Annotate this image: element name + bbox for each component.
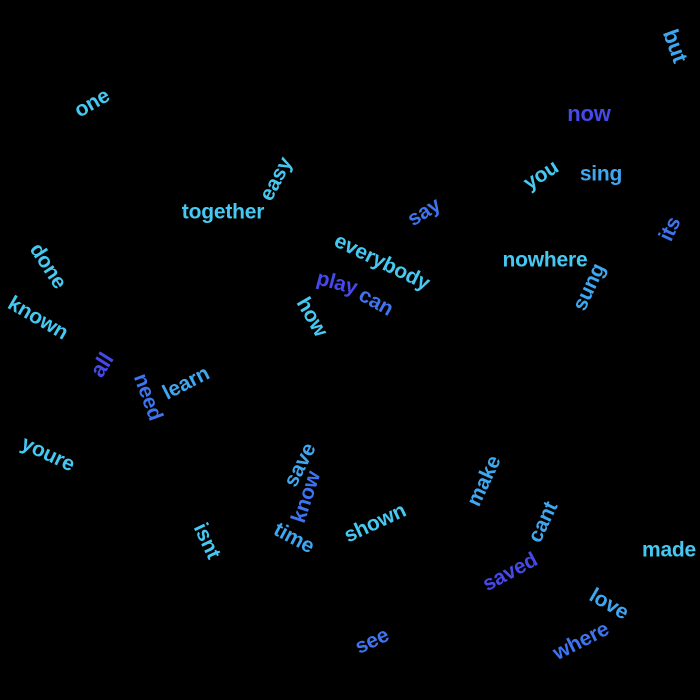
word-done: done — [24, 239, 72, 293]
word-now: now — [567, 101, 611, 126]
word-shown: shown — [340, 498, 410, 548]
word-learn: learn — [158, 361, 214, 405]
word-make: make — [462, 452, 506, 510]
word-one: one — [70, 83, 114, 123]
word-easy: easy — [255, 153, 297, 205]
word-but: but — [657, 25, 693, 66]
word-need: need — [128, 370, 168, 424]
word-play: play — [314, 266, 360, 300]
word-nowhere: nowhere — [502, 248, 588, 272]
word-love: love — [585, 583, 633, 625]
word-sing: sing — [579, 162, 623, 186]
word-time: time — [269, 517, 319, 559]
word-youre: youre — [17, 431, 79, 477]
word-say: say — [403, 193, 445, 231]
word-you: you — [519, 155, 563, 195]
word-made: made — [641, 538, 697, 562]
word-isnt: isnt — [188, 519, 226, 563]
word-known: known — [3, 291, 73, 345]
word-together: together — [181, 200, 265, 224]
word-saved: saved — [478, 548, 542, 596]
word-its: its — [654, 213, 686, 245]
word-see: see — [351, 623, 393, 659]
word-cant: cant — [523, 497, 563, 547]
word-how: how — [291, 293, 333, 341]
word-where: where — [549, 617, 613, 665]
word-can: can — [354, 283, 398, 321]
word-all: all — [84, 347, 119, 382]
